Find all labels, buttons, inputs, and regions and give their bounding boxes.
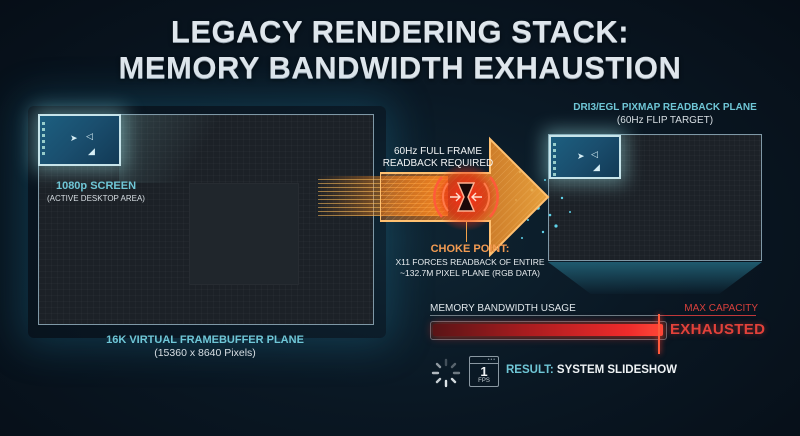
screen-label: 1080p SCREEN [55, 180, 137, 192]
readback-plane-reflection [548, 262, 762, 294]
framebuffer-sublabel: (15360 x 8640 Pixels) [154, 347, 256, 359]
desktop-logo-icon: ◁ [86, 131, 93, 141]
screen-projection-beam [119, 115, 229, 183]
desktop-thumbnail-left: ➤ ◁ ◢ [38, 114, 121, 166]
desktop-logo-icon: ◢ [593, 162, 600, 172]
choke-point-description: X11 FORCES READBACK OF ENTIRE ~132.7M PI… [380, 257, 560, 279]
result-value: SYSTEM SLIDESHOW [556, 364, 678, 376]
dock-icons [42, 122, 45, 158]
choke-point-title: CHOKE POINT: [430, 243, 510, 255]
readback-label-line1: 60Hz FULL FRAME [394, 146, 482, 157]
title-line-1: LEGACY RENDERING STACK: [170, 14, 630, 49]
circuit-chip-graphic [189, 183, 299, 285]
readback-plane-subtitle: (60Hz FLIP TARGET) [616, 115, 714, 126]
readback-label-line2: READBACK REQUIRED [382, 158, 494, 169]
choke-line-2: ~132.7M PIXEL PLANE (RGB DATA) [400, 268, 540, 278]
title-line-2: MEMORY BANDWIDTH EXHAUSTION [118, 50, 682, 85]
framebuffer-label: 16K VIRTUAL FRAMEBUFFER PLANE [106, 334, 304, 346]
choke-pointer-line [466, 222, 467, 242]
window-dots: ••• [487, 357, 496, 363]
desktop-logo-icon: ◁ [591, 149, 598, 159]
max-capacity-label: MAX CAPACITY [684, 303, 758, 314]
loading-spinner-icon [431, 358, 461, 388]
dock-icons [553, 143, 556, 177]
desktop-logo-icon: ◢ [88, 146, 95, 156]
fps-unit: FPS [478, 378, 490, 384]
result-key: RESULT: [506, 364, 554, 376]
desktop-thumbnail-right: ➤ ◁ ◢ [549, 135, 621, 179]
bandwidth-rule [430, 315, 756, 316]
bandwidth-bar [430, 321, 667, 340]
page-title: LEGACY RENDERING STACK: MEMORY BANDWIDTH… [0, 14, 800, 86]
desktop-logo-icon: ➤ [577, 151, 585, 161]
readback-arrow-icon [380, 136, 550, 258]
exhausted-status: EXHAUSTED [670, 321, 766, 338]
desktop-logo-icon: ➤ [70, 133, 78, 143]
window-titlebar [470, 363, 498, 364]
bandwidth-bar-fill [433, 324, 663, 336]
result-text: RESULT: SYSTEM SLIDESHOW [506, 364, 677, 376]
window-fps-icon: ••• 1 FPS [469, 356, 499, 387]
choke-line-1: X11 FORCES READBACK OF ENTIRE [395, 257, 545, 267]
screen-sublabel: (ACTIVE DESKTOP AREA) [47, 194, 145, 203]
fps-value: 1 [480, 364, 488, 379]
bandwidth-label: MEMORY BANDWIDTH USAGE [430, 303, 576, 314]
max-capacity-marker [658, 314, 660, 354]
readback-plane-title: DRI3/EGL PIXMAP READBACK PLANE [573, 102, 757, 113]
readback-label: 60Hz FULL FRAME READBACK REQUIRED [378, 146, 498, 170]
